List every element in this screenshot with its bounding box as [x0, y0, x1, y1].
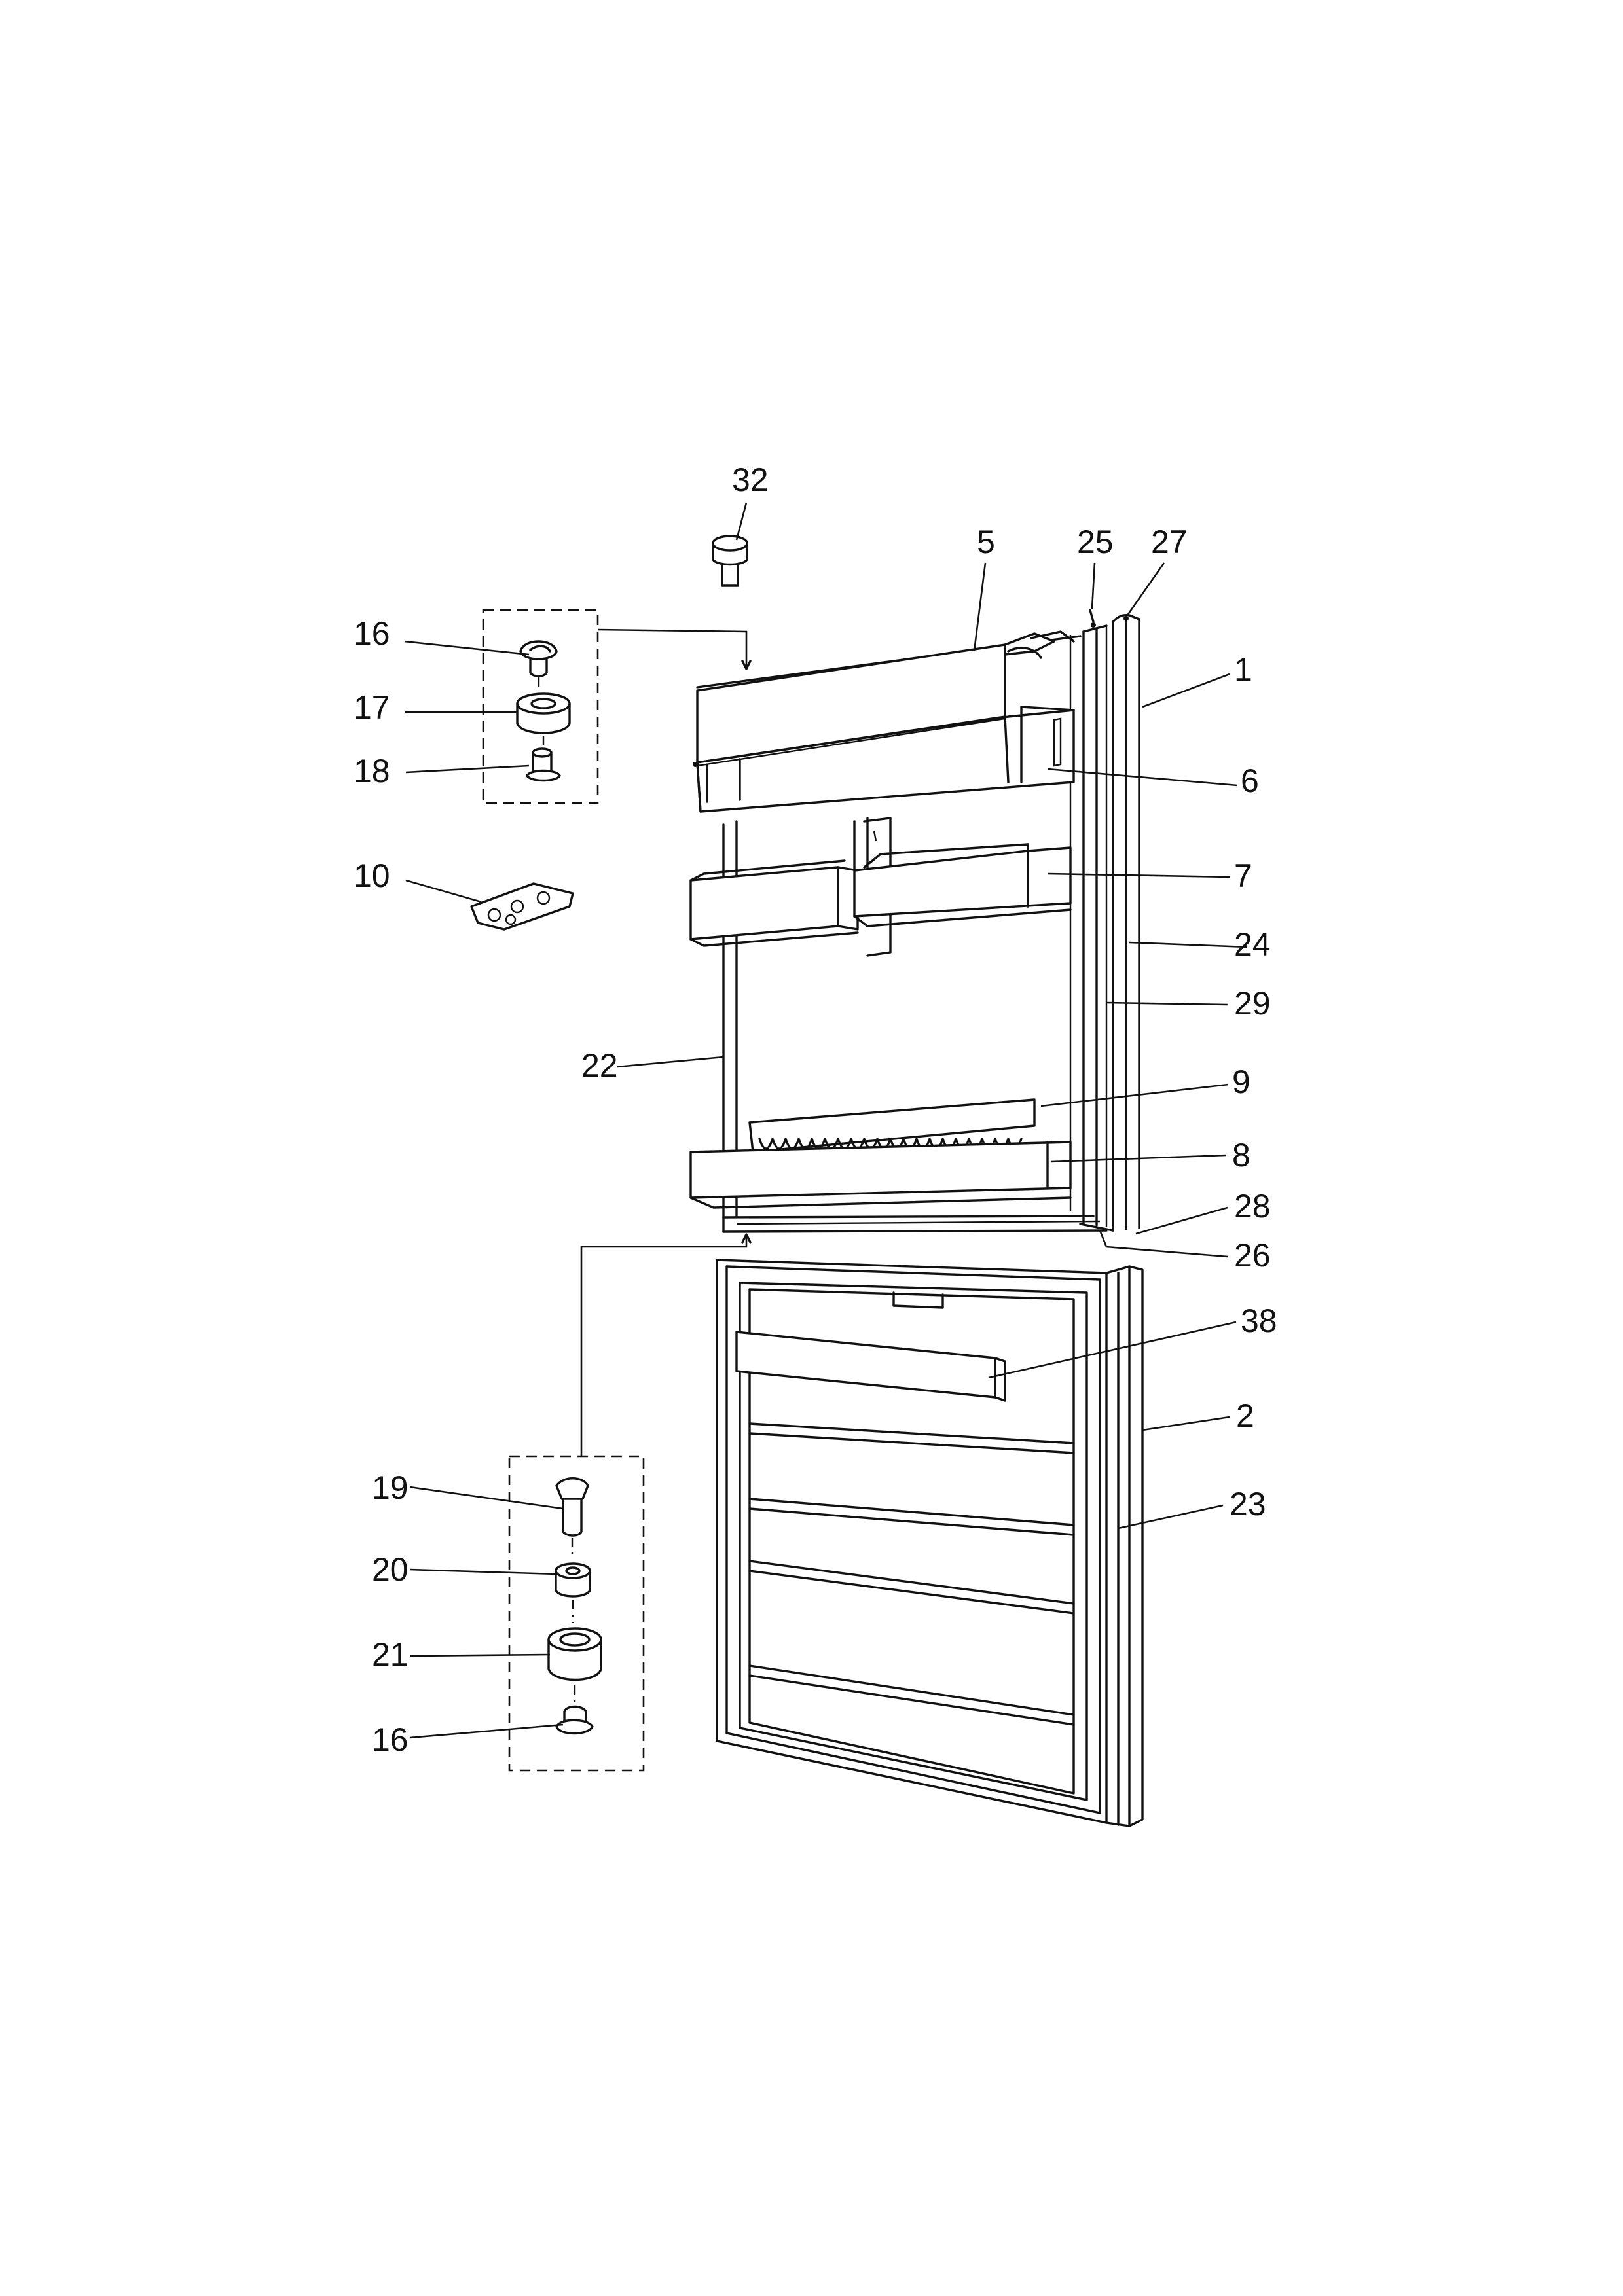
shelf-8: [689, 1141, 1072, 1209]
part-25-dot: [1091, 622, 1096, 628]
hinge-kit-lower-box: [508, 1455, 645, 1772]
callout-6: 6: [1241, 762, 1259, 799]
callout-16-top: 16: [354, 615, 390, 652]
callout-2: 2: [1236, 1397, 1254, 1434]
shelf-7-left: [689, 859, 859, 947]
part-19-bolt: [555, 1477, 589, 1537]
handle-38: [735, 1331, 1006, 1402]
part-32-screw: [712, 535, 748, 587]
part-16-top: [519, 640, 558, 677]
hinge-kit-lower-connector: [580, 1237, 748, 1456]
hinge-kit-upper-box: [482, 609, 599, 804]
shelf-7-right: [853, 843, 1072, 927]
shelf-6: [693, 706, 1075, 813]
part-16-bottom: [555, 1705, 594, 1735]
part-18-pin: [526, 747, 561, 782]
callout-5: 5: [977, 524, 995, 560]
hinge-kit-upper-connector: [597, 628, 748, 668]
callout-16-bottom: 16: [372, 1721, 409, 1758]
callout-25: 25: [1077, 524, 1114, 560]
part-21-bushing: [547, 1627, 602, 1681]
callout-18: 18: [354, 753, 390, 789]
callout-23: 23: [1230, 1486, 1266, 1522]
callout-10: 10: [354, 857, 390, 894]
callout-26: 26: [1234, 1237, 1271, 1274]
callout-1: 1: [1234, 651, 1252, 688]
lower-door: [716, 1259, 1144, 1827]
callout-28: 28: [1234, 1188, 1271, 1225]
part-17-bushing: [516, 692, 571, 734]
callout-8: 8: [1232, 1137, 1250, 1174]
callout-19: 19: [372, 1469, 409, 1506]
callout-9: 9: [1232, 1064, 1250, 1100]
callout-32: 32: [732, 461, 769, 498]
callout-21: 21: [372, 1636, 409, 1673]
callout-29: 29: [1234, 985, 1271, 1022]
callout-24: 24: [1234, 926, 1271, 963]
callout-20: 20: [372, 1551, 409, 1588]
hinge-kit-lower-arrow: [741, 1233, 752, 1244]
part-25-mark: [1089, 609, 1095, 623]
callout-17: 17: [354, 689, 390, 726]
callout-7: 7: [1234, 857, 1252, 894]
callout-22: 22: [581, 1047, 618, 1084]
part-20-washer: [555, 1562, 591, 1598]
callout-27: 27: [1151, 524, 1188, 560]
hinge-kit-upper-arrow: [741, 660, 752, 670]
leader-lines: [404, 502, 1248, 1739]
part-27-dot: [1123, 616, 1129, 621]
callout-38: 38: [1241, 1302, 1277, 1339]
part-10-cover: [470, 882, 574, 931]
